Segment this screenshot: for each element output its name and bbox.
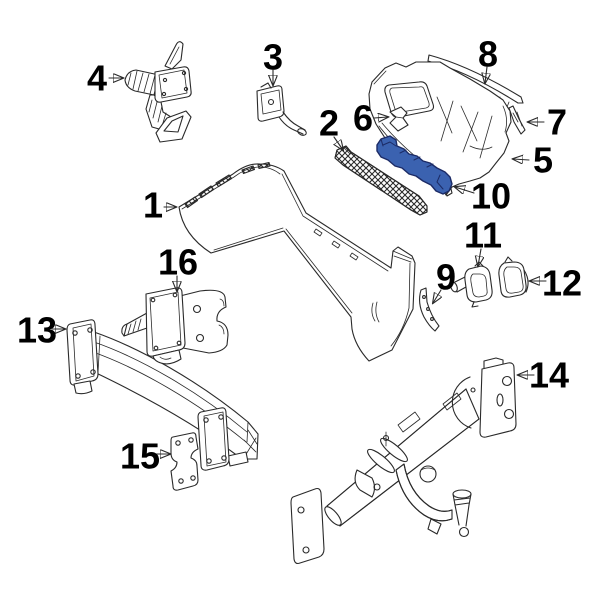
part-10-drawing-highlighted xyxy=(376,135,453,195)
part-2-drawing xyxy=(334,145,428,216)
callout-5[interactable]: 5 xyxy=(513,140,553,181)
callout-arrow xyxy=(513,159,530,160)
callout-9[interactable]: 9 xyxy=(433,257,456,304)
callout-1[interactable]: 1 xyxy=(143,185,176,226)
callout-arrow xyxy=(373,117,388,118)
callout-12[interactable]: 12 xyxy=(530,263,582,304)
callout-8[interactable]: 8 xyxy=(478,34,498,84)
callout-label: 3 xyxy=(263,37,283,78)
callout-label: 12 xyxy=(542,263,582,304)
callout-label: 16 xyxy=(158,242,198,283)
callout-15[interactable]: 15 xyxy=(120,436,170,477)
part-9-drawing xyxy=(418,287,440,332)
part-16-drawing xyxy=(121,287,229,365)
callout-label: 9 xyxy=(436,257,456,298)
part-6-drawing xyxy=(389,106,409,132)
part-12-drawing xyxy=(498,256,529,298)
callout-7[interactable]: 7 xyxy=(528,102,567,143)
callout-label: 8 xyxy=(478,34,498,75)
callout-10[interactable]: 10 xyxy=(455,176,511,217)
callout-2[interactable]: 2 xyxy=(319,103,343,151)
callout-label: 5 xyxy=(533,140,553,181)
callout-arrow xyxy=(455,187,475,193)
callout-16[interactable]: 16 xyxy=(158,242,198,292)
part-4-drawing xyxy=(124,41,192,143)
part-13-drawing xyxy=(66,319,259,471)
callout-label: 15 xyxy=(120,436,160,477)
callout-label: 14 xyxy=(529,355,569,396)
callout-label: 6 xyxy=(353,98,373,139)
callout-arrow xyxy=(433,289,441,303)
part-15-drawing xyxy=(170,432,199,491)
callout-14[interactable]: 14 xyxy=(518,355,569,396)
callout-label: 1 xyxy=(143,185,163,226)
callout-13[interactable]: 13 xyxy=(17,310,65,351)
callout-label: 7 xyxy=(547,102,567,143)
part-1-drawing xyxy=(178,161,416,362)
callout-arrow xyxy=(334,136,343,150)
callout-arrow xyxy=(478,248,481,266)
part-7-drawing xyxy=(508,105,526,135)
part-14-drawing xyxy=(290,357,517,565)
callout-3[interactable]: 3 xyxy=(263,37,283,86)
callout-label: 4 xyxy=(87,58,107,99)
callout-label: 13 xyxy=(17,310,57,351)
callout-label: 11 xyxy=(464,215,502,256)
callout-6[interactable]: 6 xyxy=(353,98,388,139)
callout-arrow xyxy=(485,66,487,83)
callout-11[interactable]: 11 xyxy=(464,215,502,267)
callout-4[interactable]: 4 xyxy=(87,58,123,99)
part-3-drawing xyxy=(256,82,307,136)
callout-label: 2 xyxy=(319,103,339,144)
callout-label: 10 xyxy=(471,176,511,217)
